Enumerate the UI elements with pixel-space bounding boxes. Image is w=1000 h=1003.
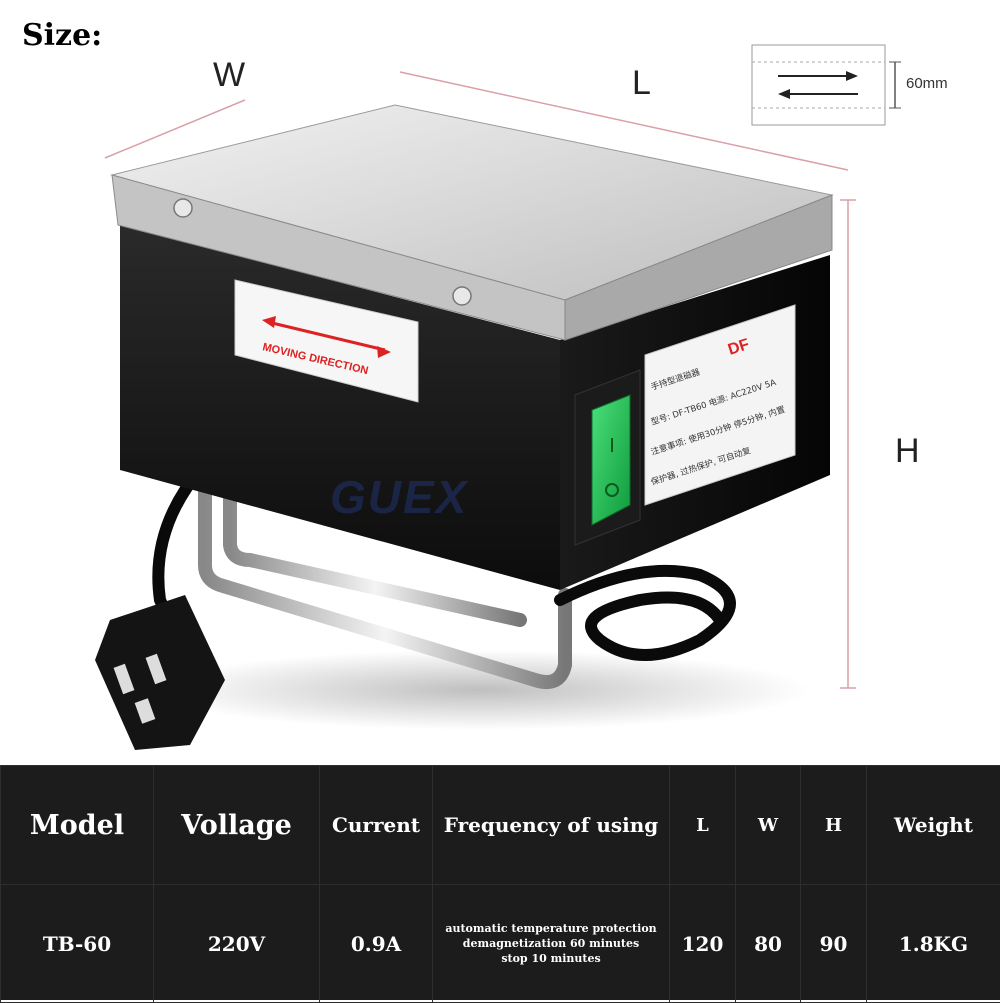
value-w: 80: [736, 885, 801, 1003]
header-h: H: [801, 766, 867, 885]
screw-icon: [453, 287, 471, 305]
value-weight: 1.8KG: [867, 885, 1000, 1003]
power-plug: [95, 595, 225, 750]
inset-height-label: 60mm: [906, 75, 948, 92]
value-model: TB-60: [1, 885, 154, 1003]
spec-header-row: Model Vollage Current Frequency of using…: [1, 766, 1000, 885]
header-weight: Weight: [867, 766, 1000, 885]
header-model: Model: [1, 766, 154, 885]
value-frequency: automatic temperature protection demagne…: [433, 885, 670, 1003]
header-current: Current: [320, 766, 433, 885]
dimension-l-label: L: [632, 64, 651, 103]
header-voltage: Vollage: [154, 766, 320, 885]
value-current: 0.9A: [320, 885, 433, 1003]
header-w: W: [736, 766, 801, 885]
value-voltage: 220V: [154, 885, 320, 1003]
screw-icon: [174, 199, 192, 217]
watermark: GUEX: [330, 470, 468, 524]
spec-table: Model Vollage Current Frequency of using…: [0, 765, 1000, 1000]
header-frequency: Frequency of using: [433, 766, 670, 885]
frequency-line: stop 10 minutes: [433, 951, 669, 966]
frequency-line: automatic temperature protection: [433, 921, 669, 936]
spec-value-row: TB-60 220V 0.9A automatic temperature pr…: [1, 885, 1000, 1003]
header-l: L: [670, 766, 736, 885]
dimension-w-label: W: [213, 56, 245, 95]
frequency-line: demagnetization 60 minutes: [433, 936, 669, 951]
inset-diagram: [752, 45, 901, 125]
dimension-h-label: H: [895, 432, 920, 471]
value-h: 90: [801, 885, 867, 1003]
value-l: 120: [670, 885, 736, 1003]
power-switch[interactable]: [575, 370, 640, 545]
product-photo: MOVING DIRECTION DF 手持型退磁器 型号: DF-TB60 电…: [0, 0, 1000, 765]
